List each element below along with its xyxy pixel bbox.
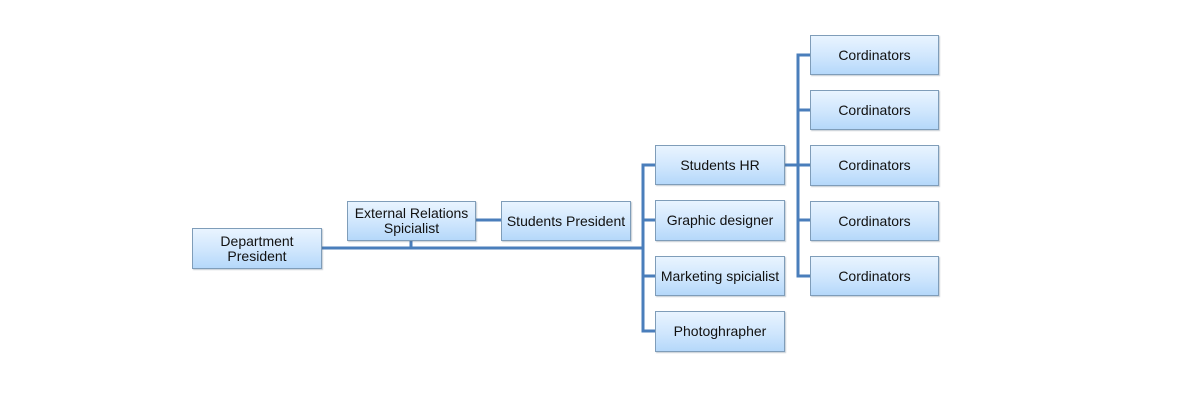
node-marketing-specialist[interactable]: Marketing spicialist — [655, 256, 785, 296]
node-students-president[interactable]: Students President — [501, 201, 631, 241]
node-coordinator[interactable]: Cordinators — [810, 145, 939, 186]
node-department-president[interactable]: Department President — [192, 228, 322, 269]
node-graphic-designer[interactable]: Graphic designer — [655, 200, 785, 241]
node-photographer[interactable]: Photoghrapher — [655, 311, 785, 352]
node-external-relations-specialist[interactable]: External Relations Spicialist — [347, 201, 476, 241]
node-coordinator[interactable]: Cordinators — [810, 90, 939, 130]
node-coordinator[interactable]: Cordinators — [810, 35, 939, 75]
node-students-hr[interactable]: Students HR — [655, 145, 785, 185]
node-coordinator[interactable]: Cordinators — [810, 256, 939, 296]
node-coordinator[interactable]: Cordinators — [810, 201, 939, 241]
